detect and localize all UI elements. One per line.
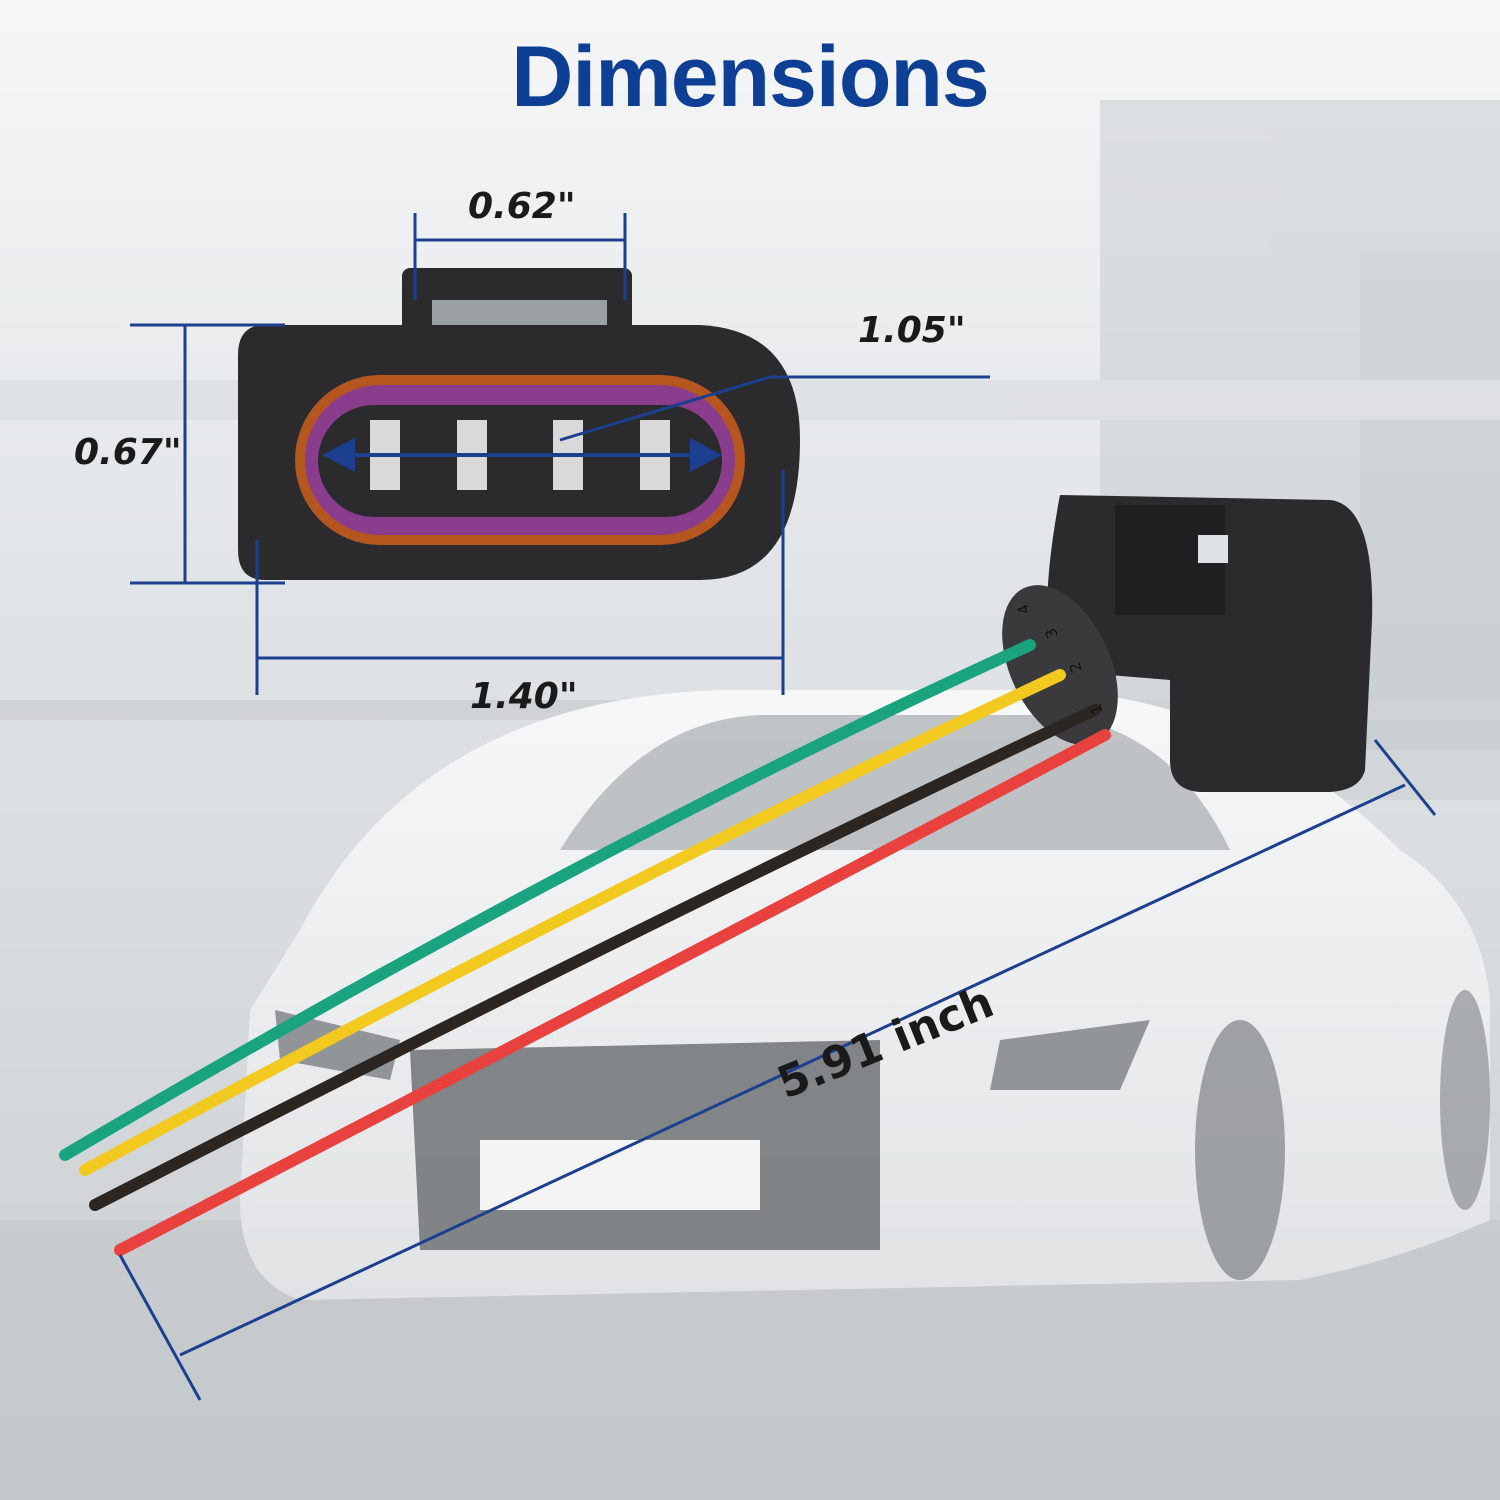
dimension-pin-span: 1.05" bbox=[858, 310, 966, 351]
wire-yellow bbox=[79, 669, 1066, 1176]
wires bbox=[59, 639, 1111, 1256]
wire-green bbox=[59, 639, 1036, 1161]
dimension-height: 0.67" bbox=[74, 432, 182, 473]
dimension-width: 1.40" bbox=[470, 676, 578, 717]
dimension-lines bbox=[118, 213, 1437, 1401]
page-title: Dimensions bbox=[511, 29, 989, 125]
wire-black bbox=[89, 704, 1101, 1211]
wire-red bbox=[114, 729, 1111, 1256]
connector-side-view bbox=[1002, 495, 1373, 792]
dimension-latch-width: 0.62" bbox=[468, 186, 576, 227]
